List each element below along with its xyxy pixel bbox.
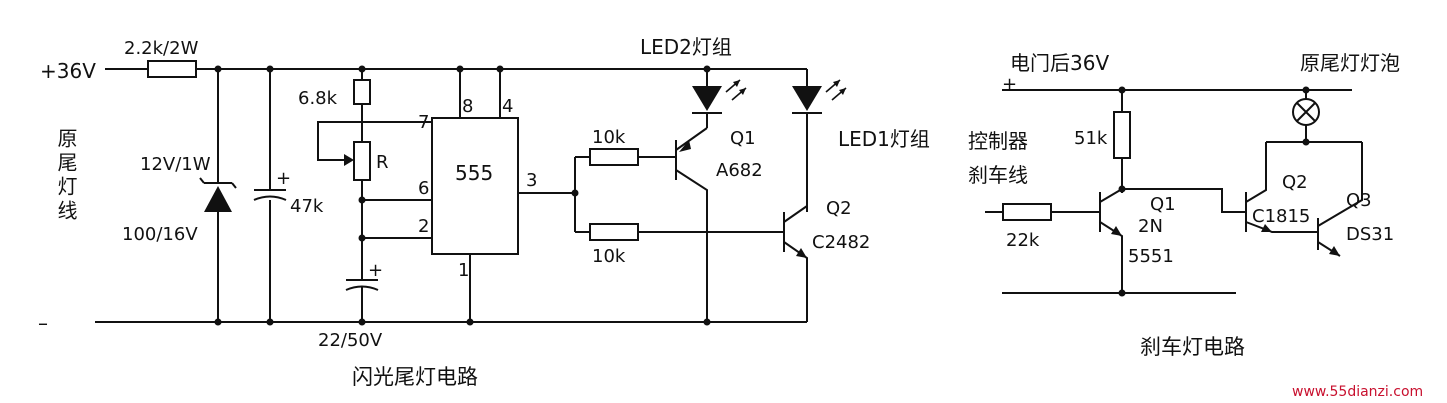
zener-diode [199, 177, 237, 212]
right-q1-type-a: 2N [1138, 216, 1163, 237]
watermark: www.55dianzi.com [1292, 384, 1423, 400]
ic-555 [431, 117, 519, 255]
right-q3-label: Q3 [1346, 190, 1372, 211]
ctrl-label-2: 刹车线 [968, 163, 1028, 187]
potentiometer-r [353, 141, 371, 181]
ctrl-label-1: 控制器 [968, 129, 1028, 153]
ic-label: 555 [455, 161, 493, 185]
led1-label: LED1灯组 [838, 127, 930, 151]
right-caption: 刹车灯电路 [1140, 335, 1245, 359]
pin3: 3 [526, 170, 537, 191]
right-plus-sign: + [1002, 74, 1017, 95]
led2-group [692, 69, 747, 128]
r-top-label: 6.8k [298, 88, 338, 109]
r-pull-label: 51k [1074, 128, 1108, 149]
right-q2-type: C1815 [1252, 206, 1310, 227]
pin6: 6 [418, 178, 429, 199]
right-q3-type: DS31 [1346, 224, 1394, 245]
pot-label: R [376, 152, 389, 173]
r-q1-label: 10k [592, 127, 626, 148]
q2-label: Q2 [826, 198, 852, 219]
right-q2-label: Q2 [1282, 172, 1308, 193]
resistor-6k8 [353, 79, 371, 105]
r-in-label: 22k [1006, 230, 1040, 251]
transistor-q1 [675, 127, 708, 322]
q1-type: A682 [716, 160, 763, 181]
resistor-51k [1113, 111, 1131, 159]
cap-timing-plus: + [368, 260, 383, 281]
lamp-icon [1292, 98, 1320, 126]
capacitor-main [253, 189, 287, 201]
transistor-q2 [783, 205, 808, 322]
resistor-2k2 [147, 60, 197, 78]
cap-plus-sign: + [276, 168, 291, 189]
pin7: 7 [418, 112, 429, 133]
resistor-22k [1002, 203, 1052, 221]
pin2: 2 [418, 216, 429, 237]
right-supply-label: 电门后36V [1010, 51, 1109, 75]
led2-label: LED2灯组 [640, 35, 732, 59]
right-q1-type-b: 5551 [1128, 246, 1174, 267]
cap-timing-label: 22/50V [318, 330, 383, 351]
pin1: 1 [458, 260, 469, 281]
pin4: 4 [502, 96, 513, 117]
tail-line-label: 原尾灯线 [54, 128, 78, 224]
r-series-label: 2.2k/2W [124, 38, 199, 59]
minus-label: – [38, 311, 48, 335]
cap-voltage-label: 100/16V [122, 224, 198, 245]
zener-label: 12V/1W [140, 154, 211, 175]
right-q1-label: Q1 [1150, 194, 1176, 215]
cap-47k-label: 47k [290, 196, 324, 217]
brake-light-circuit: 电门后36V + 原尾灯灯泡 51k 控制器 刹车线 22k Q1 2N 555… [968, 51, 1400, 359]
q1-label: Q1 [730, 128, 756, 149]
led1-group [792, 69, 847, 212]
q2-type: C2482 [812, 232, 870, 253]
transistor-q1-5551 [1099, 188, 1123, 293]
left-caption: 闪光尾灯电路 [352, 365, 478, 389]
supply-label: +36V [40, 59, 96, 83]
flash-tail-light-circuit: +36V – 2.2k/2W 原尾灯线 12V/1W 100/16V + 47k… [38, 35, 930, 389]
resistor-10k-q2 [589, 223, 639, 241]
transistor-q2-c1815 [1245, 142, 1318, 233]
pin8: 8 [462, 96, 473, 117]
r-q2-label: 10k [592, 246, 626, 267]
resistor-10k-q1 [589, 148, 639, 166]
lamp-label: 原尾灯灯泡 [1300, 51, 1400, 75]
transistor-q3-ds31 [1317, 142, 1363, 257]
